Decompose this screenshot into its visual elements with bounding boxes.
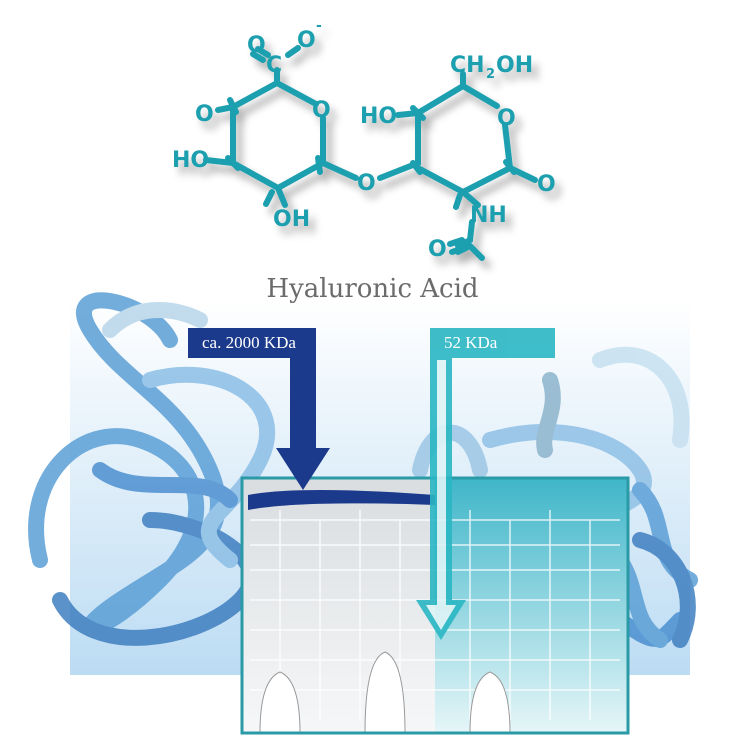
- atom-nh: NH: [470, 203, 507, 228]
- skin-cross-section: [240, 476, 630, 735]
- atom-c: C: [266, 53, 282, 78]
- atom-oh: OH: [273, 207, 310, 232]
- atom-o: O: [195, 102, 214, 127]
- label-high-mw: ca. 2000 KDa: [202, 333, 296, 352]
- atom-ch: CH: [450, 53, 485, 78]
- atom-ring-o: O: [312, 98, 331, 123]
- atom-bridge-o: O: [357, 171, 376, 196]
- atom-o: O: [428, 237, 447, 262]
- surface-layer-high-mw: [248, 490, 435, 510]
- arrow-high-mw: [188, 328, 330, 490]
- atom-ho: HO: [172, 148, 209, 173]
- charge: -: [316, 18, 322, 34]
- atom-o-minus: O: [297, 28, 316, 53]
- atom-ho: HO: [360, 104, 397, 129]
- dermal-papillae: [259, 651, 511, 734]
- title: Hyaluronic Acid: [266, 274, 479, 304]
- molecule-structure: O C O - O HO OH O O HO CH 2 OH O O NH O: [172, 18, 556, 262]
- atom-o: O: [537, 172, 556, 197]
- atom-o: O: [247, 33, 266, 58]
- atom-oh: OH: [496, 53, 533, 78]
- label-low-mw: 52 KDa: [444, 333, 498, 352]
- atom-ring-o: O: [497, 106, 516, 131]
- arrow-low-mw: [416, 328, 555, 640]
- subscript-2: 2: [486, 67, 495, 82]
- skin-right: [435, 478, 628, 733]
